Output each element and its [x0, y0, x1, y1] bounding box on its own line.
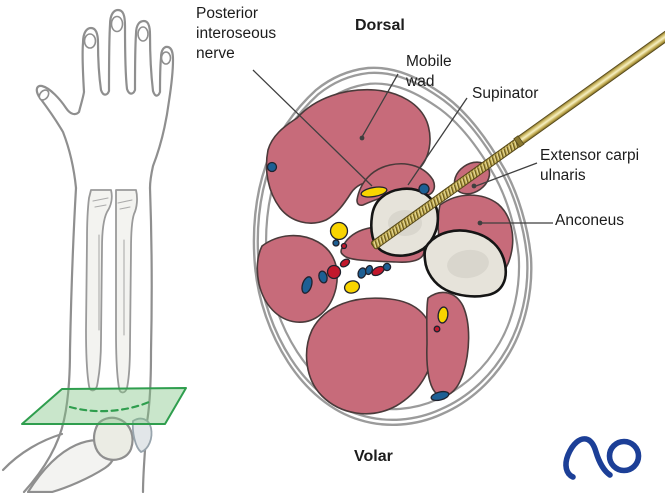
leader-mobile-wad — [361, 73, 399, 138]
vein — [332, 239, 340, 247]
threaded-pin — [370, 13, 665, 250]
leader-dot-mobile-wad — [359, 135, 365, 141]
forearm-left-contour — [22, 186, 78, 493]
leader-dot-anconeus — [477, 220, 483, 226]
posterior-interosseous-nerve — [360, 186, 388, 198]
leader-lines — [252, 69, 553, 226]
bone-hatch-lines — [92, 197, 133, 336]
radial-head — [131, 417, 153, 453]
artery — [340, 242, 348, 250]
forearm-right-contour — [141, 186, 153, 493]
label-dorsal: Dorsal — [355, 17, 405, 34]
muscle-volar-right — [425, 291, 470, 397]
label-supinator: Supinator — [472, 85, 539, 102]
vein — [382, 262, 392, 272]
leader-extensor-carpi-ulnaris — [475, 162, 538, 187]
thumb-nail — [38, 89, 50, 101]
label-volar: Volar — [354, 448, 393, 465]
leader-dot-extensor-carpi-ulnaris — [471, 183, 477, 189]
artery — [326, 264, 342, 280]
hand-outline — [35, 8, 175, 190]
forearm-overview-illustration — [1, 8, 187, 493]
pinky-nail — [160, 51, 172, 65]
label-anconeus: Anconeus — [555, 212, 624, 229]
ulna-bone-long — [115, 189, 138, 394]
upper-arm-contour — [1, 432, 64, 472]
ao-logo — [563, 436, 642, 480]
artery — [433, 325, 441, 333]
nerve — [343, 280, 361, 294]
label-mobile-wad: Mobile wad — [406, 53, 452, 90]
middle-nail — [110, 15, 124, 33]
section-plane-sheet — [21, 387, 187, 425]
index-nail — [83, 33, 97, 49]
ring-nail — [137, 26, 149, 42]
nerve — [437, 306, 449, 324]
pin-collar — [513, 135, 525, 148]
vein — [301, 276, 313, 294]
leader-supinator — [407, 97, 468, 186]
olecranon — [92, 416, 134, 461]
ao-logo-o — [606, 438, 642, 474]
muscle-volar-main — [305, 297, 435, 415]
ulna-medulla — [447, 249, 489, 279]
section-plane-dashed-line — [68, 400, 151, 413]
vein — [266, 161, 278, 173]
label-extensor-carpi-ulnaris: Extensor carpi ulnaris — [540, 147, 640, 184]
artery — [339, 258, 351, 268]
vein — [318, 270, 328, 284]
muscle-volar-left — [256, 234, 338, 323]
nerve — [329, 221, 349, 241]
label-posterior-interosseous-nerve: Posterior interoseous nerve — [196, 5, 277, 62]
ao-logo-a — [563, 436, 613, 480]
vein — [418, 183, 430, 195]
vein — [430, 390, 450, 402]
vein — [357, 267, 367, 279]
leader-posterior-interosseous-nerve — [252, 69, 373, 187]
section-plane — [21, 387, 187, 425]
pin-smooth-shaft — [516, 13, 665, 146]
cross-section-illustration — [252, 66, 533, 426]
